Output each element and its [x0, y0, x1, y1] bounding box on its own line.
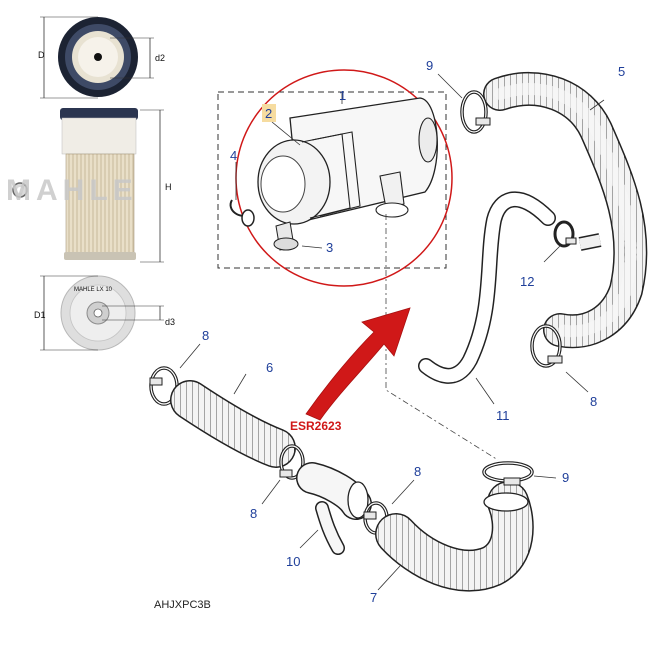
corrugated-hose-6: 6: [170, 360, 296, 468]
assembly-dashed-box: [217, 91, 447, 269]
filter-side-view: H MAHLE: [6, 108, 172, 263]
callout-2: 2: [265, 106, 272, 121]
pipe-10: 10: [286, 462, 372, 569]
reference-arrow: [305, 307, 411, 421]
callout-11: 11: [496, 408, 510, 423]
callout-8-right: 8: [590, 394, 597, 409]
filter-element-inset: D d2 H MAHLE: [6, 16, 175, 351]
callout-3: 3: [326, 240, 333, 255]
callout-8-lower-middle: 8: [414, 464, 421, 479]
drawing-code: AHJXPC3B: [154, 599, 211, 611]
reference-label: ESR2623: [290, 419, 342, 433]
hose-clip-9-top: 9: [426, 58, 491, 134]
callout-8-lower-left: 8: [250, 506, 257, 521]
callout-9-bottom: 9: [562, 470, 569, 485]
callout-12: 12: [520, 274, 534, 289]
filter-endplate-view: MAHLE LX 10 D1 d3: [34, 275, 175, 351]
brand-watermark: MAHLE: [6, 174, 138, 207]
callout-8-upper-left: 8: [202, 328, 209, 343]
hose-clip-8-lower-left: 8: [250, 444, 305, 521]
air-cleaner-group: 1 2 3 4: [217, 69, 453, 287]
hose-clip-12: 12: [520, 220, 577, 289]
large-corrugated-hose: 5: [483, 64, 648, 349]
callout-9-top: 9: [426, 58, 433, 73]
dim-label-d2: d2: [155, 53, 165, 63]
endplate-text: MAHLE LX 10: [74, 287, 113, 293]
callout-4: 4: [230, 148, 237, 163]
air-cleaner-housing: [229, 97, 438, 251]
dim-label-d3: d3: [165, 317, 175, 327]
callout-7: 7: [370, 590, 377, 605]
callout-2-highlight: [262, 104, 276, 122]
callout-5: 5: [618, 64, 625, 79]
dim-label-H: H: [165, 182, 172, 192]
callout-1: 1: [339, 88, 346, 103]
routing-dashed-line: [385, 214, 499, 461]
corrugated-hose-7: 7: [370, 481, 534, 605]
callout-10: 10: [286, 554, 300, 569]
rigid-pipe-11: 11: [418, 191, 556, 423]
dim-label-D: D: [38, 50, 45, 60]
hose-clip-9-bottom: 9: [482, 461, 569, 486]
dim-label-D1: D1: [34, 310, 46, 320]
filter-top-view: D d2: [38, 16, 165, 99]
hose-clip-8-right: 8: [530, 324, 597, 409]
callout-6: 6: [266, 360, 273, 375]
